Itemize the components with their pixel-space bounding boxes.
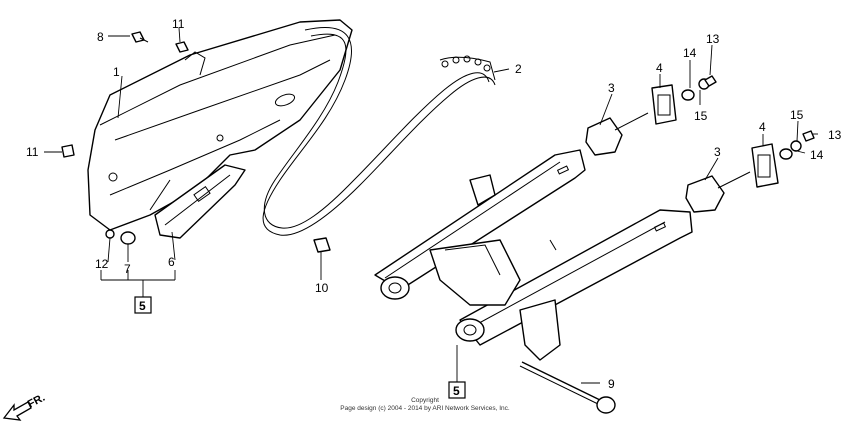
callout-13-upper: 13 [706,32,720,46]
chain-adjuster-upper [585,112,649,156]
swingarm [374,149,693,361]
callout-11-left: 11 [26,145,39,159]
bolt-8 [131,31,149,43]
callout-7: 7 [124,262,131,276]
copyright-line-2: Page design (c) 2004 - 2014 by ARI Netwo… [340,405,510,412]
bolt-11-top [175,41,189,53]
callout-15-upper: 15 [694,109,708,123]
chain-adjuster-lower [685,171,751,213]
front-direction-arrow-icon [2,401,32,421]
grommet-7 [120,231,136,245]
washers-nuts-upper [681,75,717,101]
nut-10 [313,237,331,253]
callout-12: 12 [95,257,109,271]
drive-chain [262,26,496,236]
copyright-line-1: Copyright [411,397,439,404]
callout-5-box-left [134,296,152,314]
callout-15-lower: 15 [790,108,804,122]
pivot-bolt-9 [519,361,616,414]
callout-14-lower: 14 [810,148,824,162]
callout-2: 2 [515,62,522,76]
callout-11-top: 11 [172,17,185,31]
callout-5-left: 5 [139,299,146,313]
washers-nuts-lower [779,130,815,160]
adjuster-plate-upper [651,84,677,125]
bolt-12 [105,229,115,239]
callout-5-box-bottom [448,381,466,399]
chain-case [87,19,353,231]
callout-3-lower: 3 [714,145,721,159]
callout-9: 9 [608,377,615,391]
callout-6: 6 [168,255,175,269]
callout-13-lower: 13 [828,128,842,142]
callout-8: 8 [97,30,104,44]
front-direction-label: FR. [26,392,47,411]
callout-10: 10 [315,281,329,295]
bolt-11-left [61,144,75,158]
callout-14-upper: 14 [683,46,697,60]
callout-5-bottom: 5 [453,384,460,398]
callout-4-upper: 4 [656,61,663,75]
adjuster-plate-lower [751,143,779,188]
chain-guide [149,164,246,239]
callout-3-upper: 3 [608,81,615,95]
leader-lines [44,27,818,384]
callout-4-lower: 4 [759,120,766,134]
callout-1: 1 [113,65,120,79]
